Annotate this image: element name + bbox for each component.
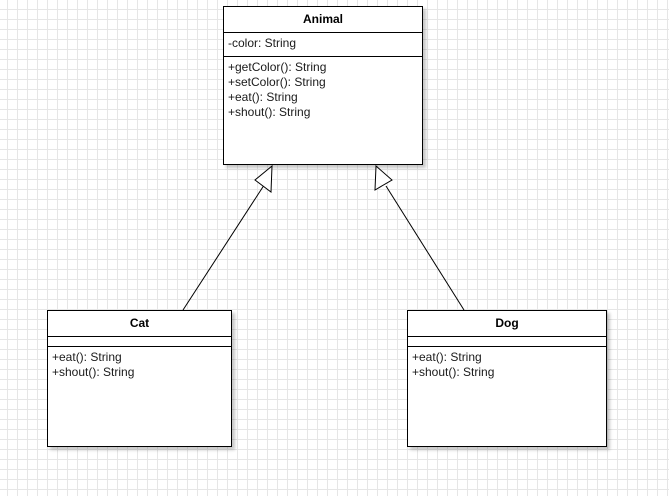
generalization-line-cat[interactable] <box>182 185 264 311</box>
operations-section-animal: +getColor(): String +setColor(): String … <box>224 57 422 120</box>
operation-eat[interactable]: +eat(): String <box>228 90 298 104</box>
attributes-section-animal: -color: String <box>224 33 422 57</box>
class-name-dog[interactable]: Dog <box>408 311 606 337</box>
generalization-cat-animal[interactable] <box>182 164 273 311</box>
operation-shout[interactable]: +shout(): String <box>412 365 495 379</box>
attribute-color[interactable]: -color: String <box>228 36 297 50</box>
operation-shout[interactable]: +shout(): String <box>228 105 311 119</box>
generalization-line-dog[interactable] <box>385 185 465 311</box>
operation-shout[interactable]: +shout(): String <box>52 365 135 379</box>
operations-section-dog: +eat(): String +shout(): String <box>408 347 606 380</box>
inheritance-arrowhead-cat <box>254 164 273 193</box>
operation-get-color[interactable]: +getColor(): String <box>228 60 327 74</box>
operation-eat[interactable]: +eat(): String <box>52 350 122 364</box>
operation-set-color[interactable]: +setColor(): String <box>228 75 326 89</box>
class-name-cat[interactable]: Cat <box>48 311 231 337</box>
operations-section-cat: +eat(): String +shout(): String <box>48 347 231 380</box>
class-cat[interactable]: Cat +eat(): String +shout(): String <box>47 310 232 447</box>
attributes-section-cat <box>48 337 231 347</box>
class-animal[interactable]: Animal -color: String +getColor(): Strin… <box>223 6 423 165</box>
generalization-dog-animal[interactable] <box>374 164 465 311</box>
attributes-section-dog <box>408 337 606 347</box>
inheritance-arrowhead-dog <box>374 164 393 191</box>
class-name-animal[interactable]: Animal <box>224 7 422 33</box>
class-dog[interactable]: Dog +eat(): String +shout(): String <box>407 310 607 447</box>
operation-eat[interactable]: +eat(): String <box>412 350 482 364</box>
